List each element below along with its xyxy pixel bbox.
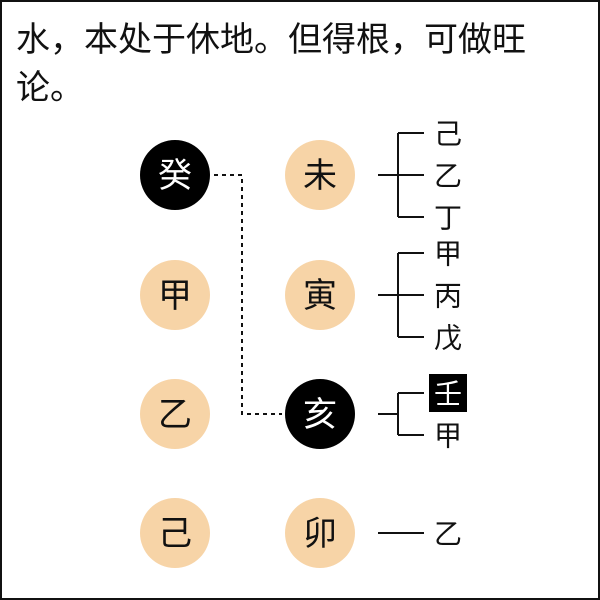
- earthly-branch-1-circle: [285, 140, 355, 210]
- earthly-branch-2-label: 寅: [303, 276, 337, 316]
- earthly-branch-4: 卯: [285, 498, 355, 568]
- earthly-branch-2-circle: [285, 260, 355, 330]
- earthly-branch-4-label: 卯: [303, 514, 337, 554]
- hidden-stem-group-3: 壬甲: [378, 374, 467, 453]
- hidden-stem-group-4: 乙: [378, 518, 462, 551]
- hidden-stem-1-2: 乙: [434, 160, 462, 193]
- heavenly-stem-4-label: 己: [158, 514, 192, 554]
- hidden-stem-1-3: 丁: [434, 202, 462, 235]
- heavenly-stem-1-circle: [140, 140, 210, 210]
- hidden-stem-highlight: [429, 374, 467, 412]
- heavenly-stem-4: 己: [140, 498, 210, 568]
- hidden-stem-1-1: 己: [434, 118, 462, 151]
- hidden-stem-2-2: 丙: [434, 280, 462, 313]
- earthly-branch-1-label: 未: [303, 156, 337, 196]
- earthly-branch-1: 未: [285, 140, 355, 210]
- hidden-stem-2-1: 甲: [434, 238, 462, 271]
- heavenly-stem-3: 乙: [140, 379, 210, 449]
- hidden-stem-3-2: 甲: [434, 420, 462, 453]
- hidden-stem-group-1: 己乙丁: [378, 118, 462, 235]
- earthly-branch-3: 亥: [285, 379, 355, 449]
- heavenly-stem-4-circle: [140, 498, 210, 568]
- hidden-stem-4-1: 乙: [434, 518, 462, 551]
- heavenly-stem-2-label: 甲: [158, 276, 192, 316]
- hidden-stem-2-3: 戊: [434, 322, 462, 355]
- hidden-stem-3-1: 壬: [434, 378, 462, 411]
- connector-layer: [214, 174, 282, 415]
- heavenly-stem-2: 甲: [140, 260, 210, 330]
- heavenly-stem-3-label: 乙: [158, 395, 192, 435]
- earthly-branch-4-circle: [285, 498, 355, 568]
- earthly-branch-3-label: 亥: [303, 395, 337, 435]
- heavenly-stem-1: 癸: [140, 140, 210, 210]
- heavenly-stem-1-label: 癸: [158, 156, 192, 196]
- dotted-connector-line: [214, 174, 282, 415]
- earthly-branch-3-circle: [285, 379, 355, 449]
- hidden-stem-group-2: 甲丙戊: [378, 238, 462, 355]
- heavenly-stem-3-circle: [140, 379, 210, 449]
- earthly-branch-2: 寅: [285, 260, 355, 330]
- heavenly-stem-2-circle: [140, 260, 210, 330]
- caption-text: 水，本处于休地。但得根，可做旺论。: [16, 20, 526, 108]
